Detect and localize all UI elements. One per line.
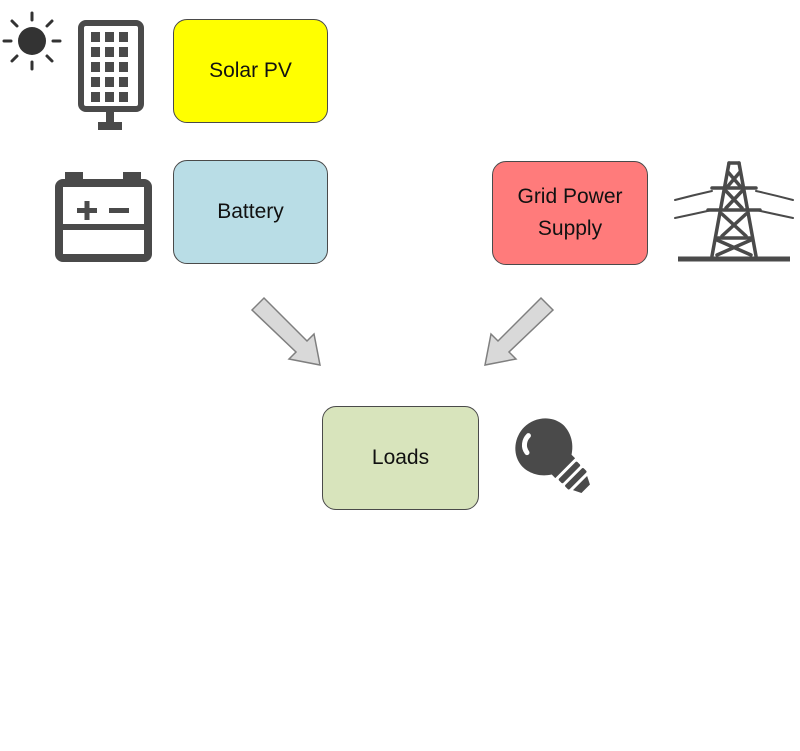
grid-power-supply-box: Grid Power Supply [492, 161, 648, 265]
solar-pv-label: Solar PV [209, 59, 292, 82]
sun-icon [2, 11, 62, 71]
battery-box: Battery [173, 160, 328, 264]
solar-panel-icon [78, 20, 144, 130]
arrow-battery-to-loads [250, 296, 321, 366]
light-bulb-icon [515, 418, 590, 493]
solar-pv-box: Solar PV [173, 19, 328, 123]
transmission-tower-icon [674, 161, 794, 262]
battery-label: Battery [217, 200, 284, 223]
battery-icon [55, 172, 152, 262]
loads-label: Loads [371, 446, 430, 469]
loads-box: Loads [322, 406, 479, 510]
arrow-grid-to-loads [484, 296, 555, 366]
grid-power-supply-label: Grid Power Supply [517, 185, 623, 240]
